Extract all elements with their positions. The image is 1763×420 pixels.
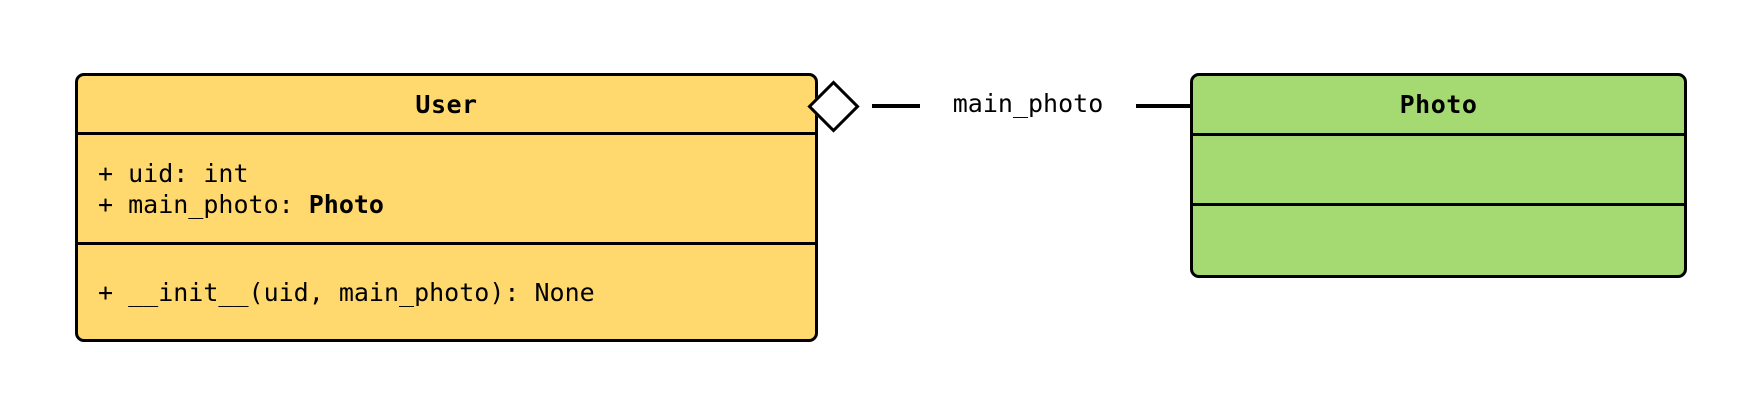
uml-class-user-methods: + __init__(uid, main_photo): None [78, 242, 815, 339]
uml-attribute-main-photo: + main_photo: Photo [98, 189, 797, 220]
aggregation-diamond-icon [806, 80, 860, 133]
association-line-left-segment [872, 104, 920, 108]
uml-class-photo[interactable]: Photo [1190, 73, 1687, 278]
uml-attribute-uid: + uid: int [98, 158, 249, 188]
uml-class-user-title: User [415, 89, 478, 119]
uml-class-user[interactable]: User + uid: int + main_photo: Photo + __… [75, 73, 818, 342]
uml-class-photo-attributes [1193, 133, 1684, 203]
association-line-right-segment [1136, 104, 1192, 108]
association-label: main_photo [920, 90, 1136, 118]
uml-class-user-attributes: + uid: int + main_photo: Photo [78, 132, 815, 242]
uml-class-photo-methods [1193, 203, 1684, 275]
uml-attribute-main-photo-prefix: + main_photo: [98, 189, 309, 219]
uml-class-photo-title: Photo [1399, 90, 1478, 119]
diamond-shape [806, 80, 860, 133]
uml-attribute-main-photo-type: Photo [308, 189, 384, 219]
uml-method-init: + __init__(uid, main_photo): None [98, 277, 595, 307]
